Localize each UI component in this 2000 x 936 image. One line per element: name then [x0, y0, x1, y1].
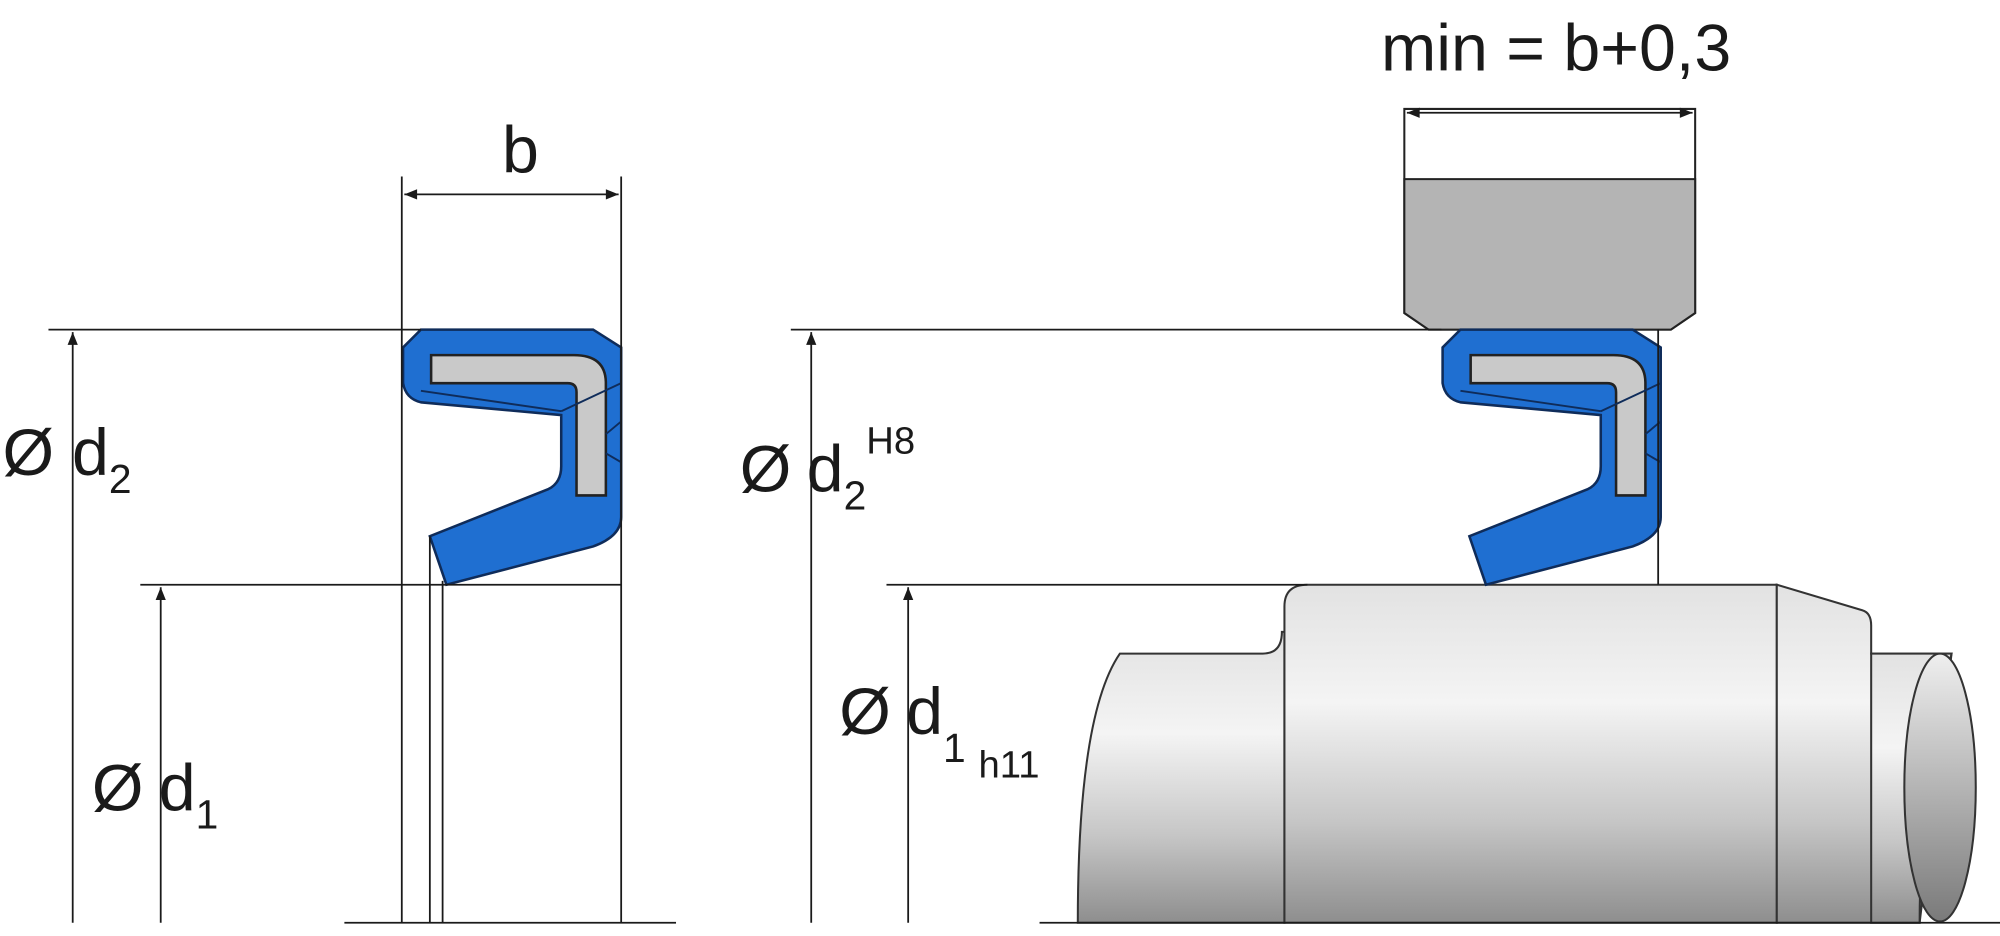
- seal-profile: [401, 328, 623, 586]
- shaft-left-section: [1076, 630, 1286, 924]
- width-label: b: [502, 114, 539, 188]
- housing-width-label: min = b+0,3: [1381, 12, 1731, 86]
- housing: [1403, 178, 1697, 331]
- shaft-main-section: [1283, 583, 1778, 924]
- shaft-end-face: [1903, 652, 1977, 923]
- installed-seal: [1441, 328, 1662, 586]
